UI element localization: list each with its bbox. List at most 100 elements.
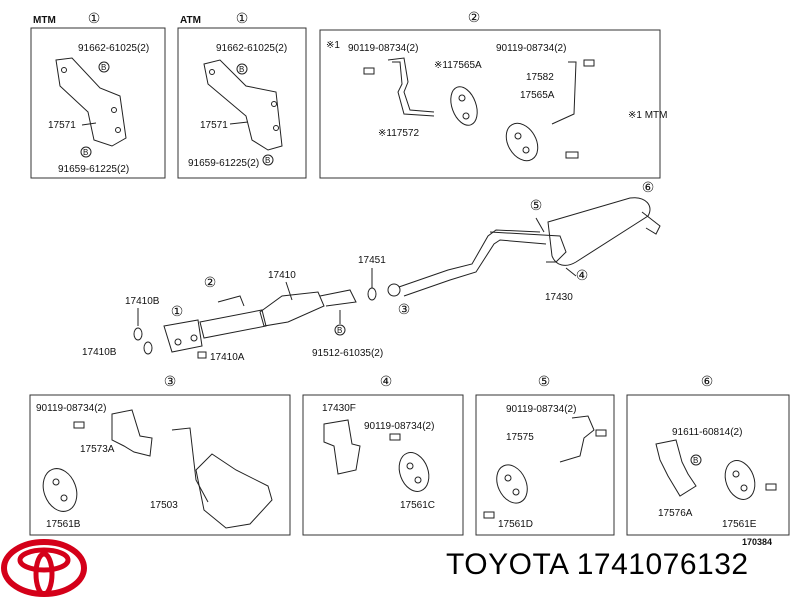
panel-4-bracket (323, 419, 361, 475)
panel-2-callout: ② (468, 9, 481, 25)
panel-4-border (302, 394, 464, 536)
panel-atm: ATM ① 91662-61025(2) B 17571 B 91659-612… (177, 10, 307, 179)
panel-2-hanger-a (450, 86, 478, 126)
panel-2-hanger-b-label: 17565A (520, 90, 555, 101)
brand-part-number: TOYOTA 1741076132 (446, 548, 749, 581)
main-leader (535, 217, 545, 233)
panel-6-bolt-icon (765, 483, 777, 491)
main-gasket-label: 17451 (358, 255, 386, 266)
panel-5-bolt-icon (483, 511, 495, 519)
panel-atm-badge-text2: B (265, 156, 270, 165)
panel-5-bracket-label: 17575 (506, 432, 534, 443)
panel-atm-hole (209, 69, 215, 75)
panel-6-bracket-label: 17576A (658, 508, 693, 519)
main-gasket-b-label: 17410B (125, 296, 160, 307)
panel-4-bracket-label: 17430F (322, 403, 356, 414)
main-leader (285, 281, 293, 301)
panel-5-hanger-hole (504, 474, 512, 482)
panel-6-badge-text: B (693, 456, 698, 465)
panel-6: ⑥ 91611-60814(2) B 17576A 17561E (626, 373, 790, 536)
main-tailpipe-bend (489, 231, 567, 263)
panel-6-badge-b (690, 454, 702, 466)
main-nut-label: 17410A (210, 352, 245, 363)
panel-atm-bracket-shape (203, 59, 283, 151)
panel-2-hanger-a-label: ※117565A (434, 60, 482, 71)
panel-3-bracket (111, 409, 153, 457)
main-flange-hole (190, 334, 198, 342)
panel-mtm-bracket-shape (55, 57, 127, 147)
main-gasket-b (133, 327, 143, 341)
main-callout-6: ⑥ (642, 179, 655, 195)
panel-2-hanger-hole (458, 94, 466, 102)
panel-2-mark: ※1 (326, 40, 340, 51)
panel-3-heat-shield (195, 453, 273, 529)
main-front-flange (163, 319, 203, 353)
panel-mtm-bracket-label: 17571 (48, 120, 76, 131)
panel-3-border (29, 394, 291, 536)
panel-2-hanger-hole (522, 146, 530, 154)
panel-atm-hole (273, 125, 279, 131)
panel-5-hanger-hole (512, 488, 520, 496)
panel-2: ② ※1 90119-08734(2) 90119-08734(2) ※1175… (319, 9, 668, 179)
panel-5-bolt-icon (595, 429, 607, 437)
panel-atm-title: ATM (180, 15, 201, 26)
panel-4-hanger-hole (414, 476, 422, 484)
panel-2-note: ※1 MTM (628, 110, 668, 121)
panel-5-bolt: 90119-08734(2) (506, 404, 576, 415)
panel-6-border (626, 394, 790, 536)
panel-3-bracket-label: 17573A (80, 444, 115, 455)
panel-2-pipe-label: ※117572 (378, 128, 419, 139)
panel-mtm-hole (115, 127, 121, 133)
main-converter-label: 17410 (268, 270, 296, 281)
main-leader (565, 267, 577, 277)
panel-2-bolt-b: 90119-08734(2) (496, 43, 566, 54)
panel-6-callout: ⑥ (701, 373, 714, 389)
panel-mtm-badge-text2: B (83, 148, 88, 157)
main-tail-tip (641, 211, 661, 235)
panel-3-hanger-hole (52, 478, 60, 486)
panel-4: ④ 17430F 90119-08734(2) 17561C (302, 373, 464, 536)
panel-mtm-title: MTM (33, 15, 56, 26)
main-gasket (367, 287, 377, 301)
panel-2-bolt-icon (583, 59, 595, 67)
main-front-pipe (199, 309, 267, 339)
panel-atm-hole (271, 101, 277, 107)
panel-6-hanger (724, 460, 756, 500)
panel-5-hanger (496, 464, 528, 504)
main-tailpipe-label: 17430 (545, 292, 573, 303)
panel-6-bolt: 91611-60814(2) (672, 427, 742, 438)
panel-atm-top-part: 91662-61025(2) (216, 43, 287, 54)
main-gasket-b2 (143, 341, 153, 355)
toyota-logo-horizontal-ring (17, 547, 71, 573)
panel-2-bolt-icon (363, 67, 375, 75)
panel-2-hanger-hole (514, 132, 522, 140)
main-pipe-lower (403, 239, 547, 297)
main-callout-2: ② (204, 274, 217, 290)
panel-2-border (319, 29, 661, 179)
panel-5-border (475, 394, 615, 536)
panel-atm-bracket-label: 17571 (200, 120, 228, 131)
panel-3-pipe (171, 427, 209, 503)
main-sensor-boss (217, 295, 245, 307)
main-flange (387, 283, 401, 297)
main-nut-icon (197, 351, 207, 359)
panel-4-hanger (398, 452, 430, 492)
main-exhaust: ⑥ ⑤ ④ 17430 17451 ③ 17410 ② ① 17410B 174… (82, 179, 661, 363)
toyota-logo-vertical-ring (33, 551, 55, 597)
panel-mtm-leader (81, 122, 97, 126)
panel-3-callout: ③ (164, 373, 177, 389)
panel-5-callout: ⑤ (538, 373, 551, 389)
panel-3-bolt-icon (73, 421, 85, 429)
panel-4-bolt-icon (389, 433, 401, 441)
panel-2-bolt-icon (565, 151, 579, 159)
panel-mtm-callout: ① (88, 10, 101, 26)
panel-2-hanger-hole (462, 112, 470, 120)
main-flange-hole (174, 338, 182, 346)
panel-atm-badge-b2 (262, 154, 274, 166)
panel-2-pipe-shape (392, 61, 435, 117)
panel-2-bracket-a-label: 17582 (526, 72, 554, 83)
panel-3: ③ 90119-08734(2) 17573A 17561B 17503 (29, 373, 291, 536)
panel-4-hanger-label: 17561C (400, 500, 435, 511)
